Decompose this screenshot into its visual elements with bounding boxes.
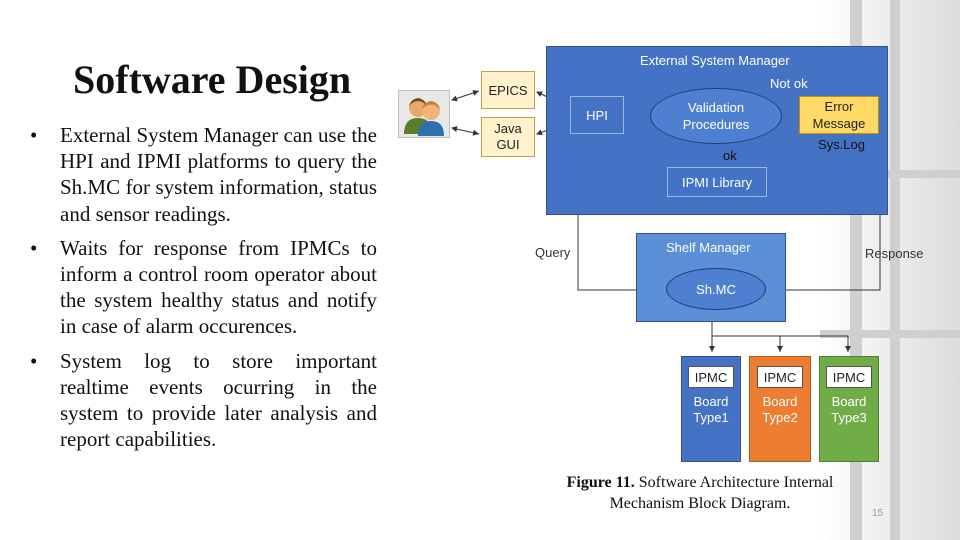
java-gui-label: Java GUI <box>494 121 522 152</box>
ipmc-box: IPMC <box>688 366 734 388</box>
caption-label: Figure 11. <box>566 474 635 491</box>
java-gui-box: Java GUI <box>481 117 535 157</box>
bullet-item: • Waits for response from IPMCs to inform… <box>30 235 377 340</box>
validation-label: Validation Procedures <box>682 100 750 132</box>
ipmi-library-label: IPMI Library <box>681 174 753 190</box>
board-type-label: Board Type3 <box>821 392 877 428</box>
ok-label: ok <box>723 148 737 163</box>
bullet-icon: • <box>30 123 38 147</box>
bullet-icon: • <box>30 235 38 260</box>
error-message-box: Error Message <box>799 96 879 134</box>
slide-title: Software Design <box>73 57 352 102</box>
ipmi-library-box: IPMI Library <box>667 167 767 197</box>
epics-label: EPICS <box>488 82 528 98</box>
bullet-text: Waits for response from IPMCs to inform … <box>60 235 377 339</box>
ipmc-label: IPMC <box>763 369 797 385</box>
users-icon <box>398 90 450 138</box>
shmc-ellipse: Sh.MC <box>666 268 766 310</box>
caption-text: Software Architecture Internal Mechanism… <box>609 474 834 512</box>
ipmc-label: IPMC <box>694 369 728 385</box>
syslog-label: Sys.Log <box>818 137 865 152</box>
response-label: Response <box>865 246 924 261</box>
shmc-label: Sh.MC <box>696 281 736 297</box>
board-type-label: Board Type2 <box>751 392 809 428</box>
figure-caption: Figure 11. Software Architecture Interna… <box>530 472 870 514</box>
query-label: Query <box>535 245 571 260</box>
ipmc-box: IPMC <box>757 366 803 388</box>
bullet-item: • System log to store important realtime … <box>30 348 377 453</box>
board-name: Board Type1 <box>693 394 729 425</box>
bullet-text: System log to store important realtime e… <box>60 348 377 452</box>
ipmc-label: IPMC <box>832 369 866 385</box>
epics-box: EPICS <box>481 71 535 109</box>
bullet-list: • External System Manager can use the HPI… <box>30 122 377 460</box>
bullet-item: • External System Manager can use the HPI… <box>30 122 377 227</box>
ipmc-box: IPMC <box>826 366 872 388</box>
hpi-box: HPI <box>570 96 624 134</box>
hpi-label: HPI <box>586 107 608 123</box>
board-type-label: Board Type1 <box>683 392 739 428</box>
board-name: Board Type2 <box>762 394 798 425</box>
board-name: Board Type3 <box>831 394 867 425</box>
bullet-icon: • <box>30 348 38 373</box>
esm-title: External System Manager <box>640 53 790 68</box>
not-ok-label: Not ok <box>770 76 808 91</box>
shelf-manager-title: Shelf Manager <box>666 240 751 255</box>
error-message-label: Error Message <box>812 99 866 131</box>
page-number: 15 <box>872 508 884 519</box>
validation-procedures-ellipse: Validation Procedures <box>650 88 782 144</box>
bullet-text: External System Manager can use the HPI … <box>60 123 377 226</box>
